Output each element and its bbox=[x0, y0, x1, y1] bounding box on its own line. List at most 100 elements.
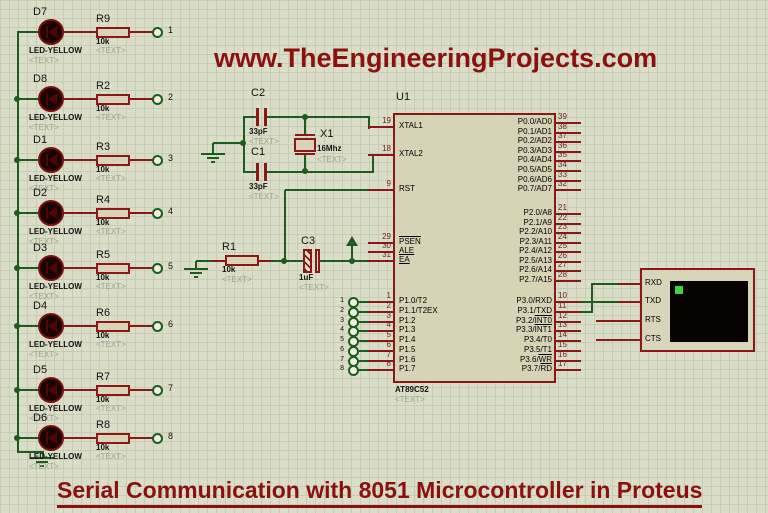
wire[interactable] bbox=[304, 155, 306, 173]
led-D2[interactable] bbox=[38, 200, 64, 226]
pin-stub[interactable] bbox=[368, 189, 393, 191]
wire[interactable] bbox=[18, 212, 40, 214]
pin-stub[interactable] bbox=[368, 260, 393, 262]
resistor-R9[interactable] bbox=[96, 27, 130, 38]
pin-stub[interactable] bbox=[556, 132, 581, 134]
wire[interactable] bbox=[267, 116, 369, 118]
wire[interactable] bbox=[591, 283, 593, 313]
terminal-8[interactable] bbox=[152, 433, 163, 444]
pin-stub[interactable] bbox=[368, 126, 393, 128]
capacitor-C3[interactable] bbox=[315, 249, 320, 273]
terminal-4[interactable] bbox=[152, 208, 163, 219]
resistor-R3[interactable] bbox=[96, 155, 130, 166]
pin-stub[interactable] bbox=[556, 321, 581, 323]
crystal-plate[interactable] bbox=[295, 134, 315, 136]
pin-stub[interactable] bbox=[596, 320, 640, 322]
pin-stub[interactable] bbox=[556, 251, 581, 253]
wire[interactable] bbox=[372, 154, 374, 173]
pin-stub[interactable] bbox=[556, 232, 581, 234]
pin-stub[interactable] bbox=[368, 340, 393, 342]
capacitor-C1[interactable] bbox=[264, 163, 267, 181]
led-D3[interactable] bbox=[38, 255, 64, 281]
pin-stub[interactable] bbox=[368, 360, 393, 362]
wire[interactable] bbox=[213, 142, 243, 144]
pin-stub[interactable] bbox=[556, 350, 581, 352]
resistor-R2[interactable] bbox=[96, 94, 130, 105]
pin-stub[interactable] bbox=[556, 180, 581, 182]
wire[interactable] bbox=[18, 325, 40, 327]
wire[interactable] bbox=[18, 437, 40, 439]
pin-stub[interactable] bbox=[368, 301, 393, 303]
resistor-R4[interactable] bbox=[96, 208, 130, 219]
capacitor-C3[interactable] bbox=[303, 249, 312, 273]
pin-stub[interactable] bbox=[556, 189, 581, 191]
pin-stub[interactable] bbox=[368, 321, 393, 323]
pin-stub[interactable] bbox=[368, 251, 393, 253]
terminal-7[interactable] bbox=[152, 385, 163, 396]
pin-stub[interactable] bbox=[556, 213, 581, 215]
wire[interactable] bbox=[18, 267, 40, 269]
wire[interactable] bbox=[581, 301, 618, 303]
pin-stub[interactable] bbox=[556, 170, 581, 172]
resistor-R1[interactable] bbox=[225, 255, 259, 266]
wire[interactable] bbox=[18, 31, 40, 33]
wire[interactable] bbox=[359, 330, 368, 332]
wire[interactable] bbox=[18, 98, 40, 100]
terminal-3[interactable] bbox=[152, 155, 163, 166]
resistor-R6[interactable] bbox=[96, 321, 130, 332]
capacitor-C2[interactable] bbox=[256, 108, 259, 126]
led-D5[interactable] bbox=[38, 377, 64, 403]
wire[interactable] bbox=[18, 389, 40, 391]
pin-stub[interactable] bbox=[596, 339, 640, 341]
resistor-R7[interactable] bbox=[96, 385, 130, 396]
wire[interactable] bbox=[359, 321, 368, 323]
terminal-screen[interactable] bbox=[670, 281, 748, 342]
wire[interactable] bbox=[17, 451, 44, 453]
wire[interactable] bbox=[267, 171, 373, 173]
pin-stub[interactable] bbox=[368, 369, 393, 371]
terminal-1[interactable] bbox=[152, 27, 163, 38]
pin-stub[interactable] bbox=[556, 141, 581, 143]
pin-stub[interactable] bbox=[556, 360, 581, 362]
wire[interactable] bbox=[359, 301, 368, 303]
wire[interactable] bbox=[581, 311, 592, 313]
pin-stub[interactable] bbox=[556, 369, 581, 371]
pin-stub[interactable] bbox=[556, 261, 581, 263]
pin-stub[interactable] bbox=[556, 151, 581, 153]
terminal-2[interactable] bbox=[152, 94, 163, 105]
led-D6[interactable] bbox=[38, 425, 64, 451]
terminal-8[interactable] bbox=[348, 365, 359, 376]
pin-stub[interactable] bbox=[368, 311, 393, 313]
pin-stub[interactable] bbox=[556, 340, 581, 342]
pin-stub[interactable] bbox=[618, 301, 640, 303]
pin-stub[interactable] bbox=[556, 242, 581, 244]
pin-stub[interactable] bbox=[556, 122, 581, 124]
wire[interactable] bbox=[320, 260, 368, 262]
pin-stub[interactable] bbox=[618, 283, 640, 285]
wire[interactable] bbox=[284, 190, 286, 261]
terminal-5[interactable] bbox=[152, 263, 163, 274]
wire[interactable] bbox=[304, 116, 306, 136]
led-D8[interactable] bbox=[38, 86, 64, 112]
wire[interactable] bbox=[18, 159, 40, 161]
led-D1[interactable] bbox=[38, 147, 64, 173]
wire[interactable] bbox=[359, 360, 368, 362]
pin-stub[interactable] bbox=[556, 270, 581, 272]
terminal-6[interactable] bbox=[152, 321, 163, 332]
pin-stub[interactable] bbox=[556, 280, 581, 282]
wire[interactable] bbox=[196, 260, 212, 262]
wire[interactable] bbox=[243, 171, 256, 173]
pin-stub[interactable] bbox=[368, 242, 393, 244]
capacitor-C1[interactable] bbox=[256, 163, 259, 181]
wire[interactable] bbox=[359, 369, 368, 371]
resistor-R8[interactable] bbox=[96, 433, 130, 444]
pin-stub[interactable] bbox=[556, 311, 581, 313]
wire[interactable] bbox=[359, 311, 368, 313]
pin-stub[interactable] bbox=[556, 301, 581, 303]
led-D7[interactable] bbox=[38, 19, 64, 45]
crystal-plate[interactable] bbox=[295, 153, 315, 155]
crystal-X1[interactable] bbox=[294, 138, 316, 152]
wire[interactable] bbox=[591, 283, 618, 285]
resistor-R5[interactable] bbox=[96, 263, 130, 274]
